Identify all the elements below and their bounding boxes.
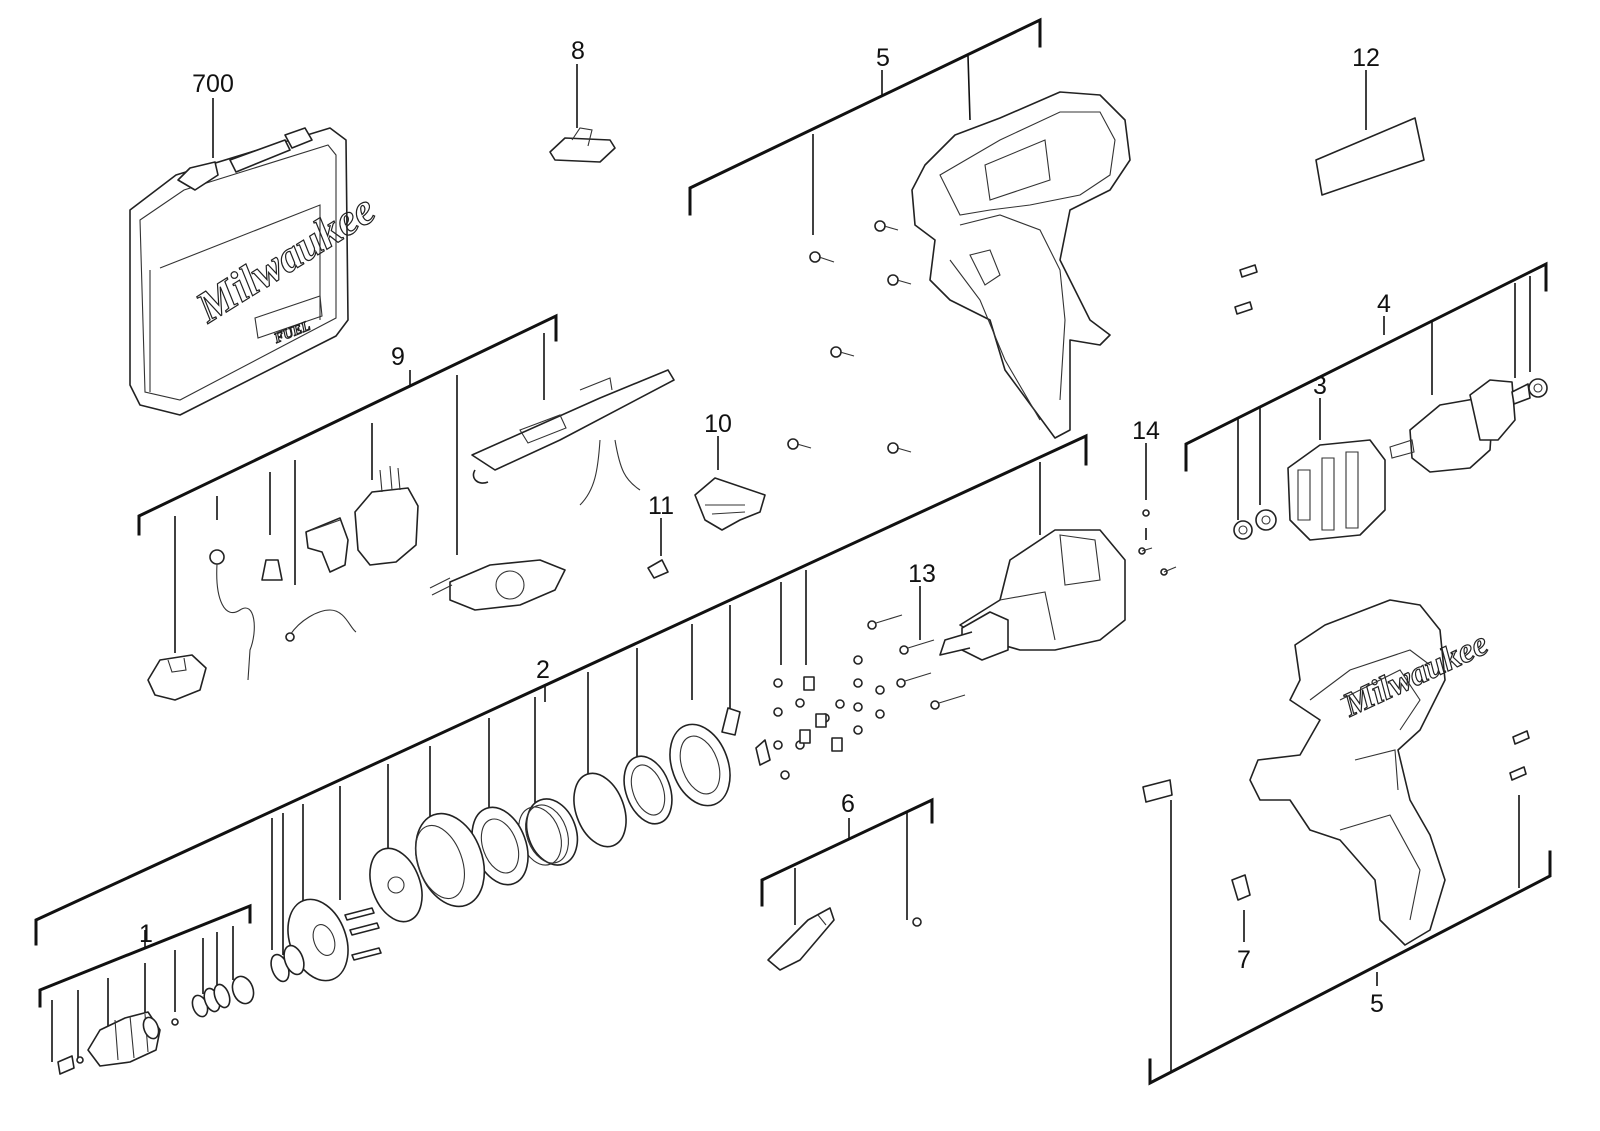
callout-4: 4 [1377, 290, 1391, 318]
electronics-group [137, 313, 675, 701]
callout-13: 13 [908, 560, 936, 588]
screw-top-2 [874, 220, 899, 232]
callout-5-top: 5 [876, 44, 890, 72]
label-sticker [1315, 70, 1425, 196]
clip-part [549, 64, 616, 163]
callout-3: 3 [1313, 372, 1327, 400]
callout-7: 7 [1237, 946, 1251, 974]
nose-group [38, 903, 255, 1075]
housing-bottom-group: Milwaukee [1142, 599, 1552, 1086]
callout-5-bottom: 5 [1370, 990, 1384, 1018]
belt-clip-group [760, 797, 934, 971]
motor-group [1184, 261, 1548, 541]
callout-12: 12 [1352, 44, 1380, 72]
screw-top-6 [887, 442, 912, 454]
housing-top-group [688, 17, 1131, 454]
bracket-part [694, 436, 766, 531]
callout-6: 6 [841, 790, 855, 818]
screw-top-4 [830, 346, 855, 358]
screw-top-1 [809, 251, 835, 263]
spring-clip-part [647, 518, 669, 579]
callout-1: 1 [139, 920, 153, 948]
callout-10: 10 [704, 410, 732, 438]
callout-9: 9 [391, 343, 405, 371]
small-screws [1138, 443, 1177, 576]
carry-case: Milwaukee FUEL [129, 98, 384, 416]
gear-screws [867, 586, 966, 710]
callout-8: 8 [571, 37, 585, 65]
callout-700: 700 [192, 70, 234, 98]
screw-top-3 [887, 274, 912, 286]
callout-14: 14 [1132, 417, 1160, 445]
ball-grid [773, 655, 885, 780]
callout-11: 11 [648, 492, 674, 520]
transmission-group [34, 433, 1126, 983]
callout-2: 2 [536, 656, 550, 684]
screw-top-5 [787, 438, 812, 450]
